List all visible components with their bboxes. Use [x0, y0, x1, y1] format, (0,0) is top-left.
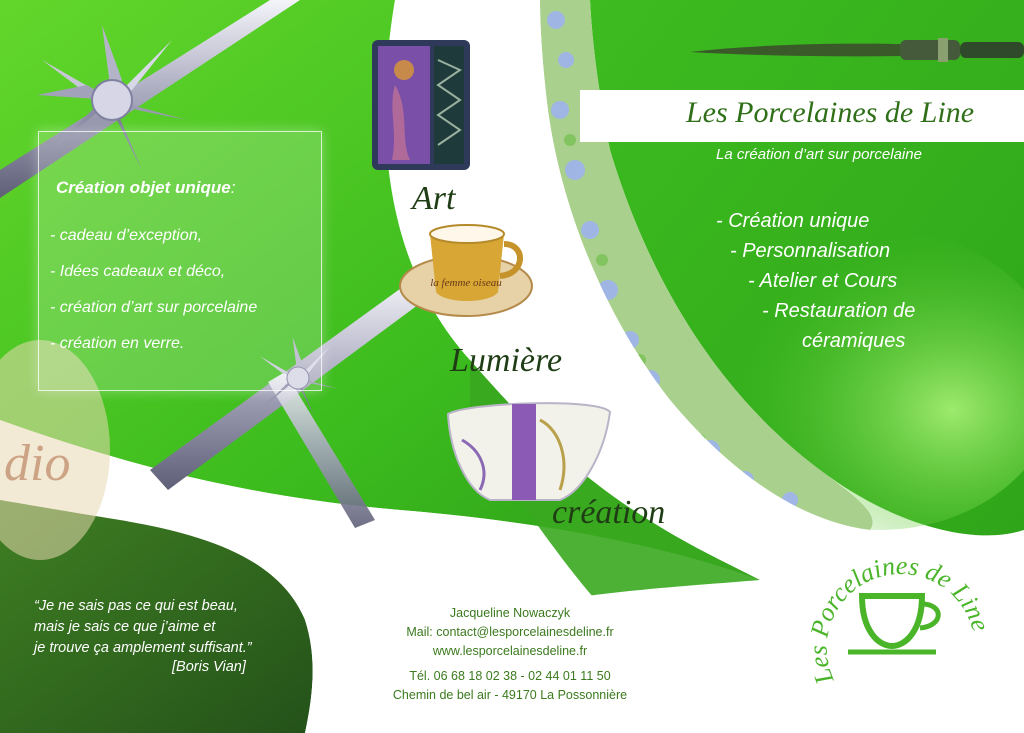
- brand-band: [580, 90, 1024, 142]
- dark-green-panel: [0, 500, 313, 733]
- product-bowl: [446, 402, 612, 501]
- middle-white-curve: [385, 0, 870, 581]
- quote: “Je ne sais pas ce qui est beau, mais je…: [34, 596, 252, 659]
- brand-title: Les Porcelaines de Line: [686, 96, 975, 129]
- product-cup: la femme oiseau: [399, 224, 533, 317]
- service-item: - Création unique: [716, 210, 870, 232]
- contact-mail[interactable]: Mail: contact@lesporcelainesdeline.fr: [406, 625, 614, 639]
- list-item: - cadeau d’exception,: [50, 227, 203, 244]
- porcelain-glow: [0, 340, 110, 560]
- ribbon-top: [0, 0, 300, 198]
- contact-block: Jacqueline Nowaczyk Mail: contact@lespor…: [380, 604, 640, 705]
- quote-line: mais je sais ce que j’aime et: [34, 619, 216, 635]
- glass-info-box: [38, 131, 322, 391]
- service-item: céramiques: [802, 330, 906, 352]
- quote-line: je trouve ça amplement suffisant.”: [34, 640, 252, 656]
- cup-inscription: la femme oiseau: [430, 277, 502, 289]
- list-item: - Idées cadeaux et déco,: [50, 263, 226, 280]
- paintbrush-icon: [690, 38, 1024, 62]
- teacup-icon: [858, 593, 926, 650]
- box-title-colon: :: [230, 178, 236, 197]
- box-title: Création objet unique:: [56, 178, 235, 198]
- faded-script-decor: dio: [4, 435, 70, 492]
- middle-green-wave: [470, 360, 760, 605]
- list-item: - création d’art sur porcelaine: [50, 299, 258, 316]
- service-item: - Restauration de: [762, 300, 916, 322]
- brand-subtitle: La création d’art sur porcelaine: [716, 146, 922, 163]
- ribbon-lower: [268, 372, 375, 528]
- left-green-panel: [0, 0, 760, 580]
- box-title-bold: Création objet unique: [56, 178, 231, 197]
- word-art: Art: [412, 180, 456, 217]
- quote-line: “Je ne sais pas ce qui est beau,: [34, 598, 238, 614]
- list-item: - création en verre.: [50, 335, 185, 352]
- contact-address: Chemin de bel air - 49170 La Possonnière: [392, 688, 628, 702]
- service-item: - Atelier et Cours: [748, 270, 898, 292]
- contact-name: Jacqueline Nowaczyk: [449, 606, 571, 620]
- word-lumiere: Lumière: [450, 342, 563, 379]
- gift-bow-icon: [37, 25, 187, 170]
- contact-web[interactable]: www.lesporcelainesdeline.fr: [432, 644, 588, 658]
- flower-strip: [540, 0, 873, 530]
- service-item: - Personnalisation: [730, 240, 891, 262]
- contact-tel: Tél. 06 68 18 02 38 - 02 44 01 11 50: [409, 669, 611, 683]
- word-creation: création: [552, 494, 666, 531]
- quote-author: [Boris Vian]: [172, 659, 246, 675]
- product-art-book: [372, 40, 470, 170]
- box-list: - cadeau d’exception, - Idées cadeaux et…: [50, 218, 257, 362]
- gift-bow-icon: [259, 336, 340, 417]
